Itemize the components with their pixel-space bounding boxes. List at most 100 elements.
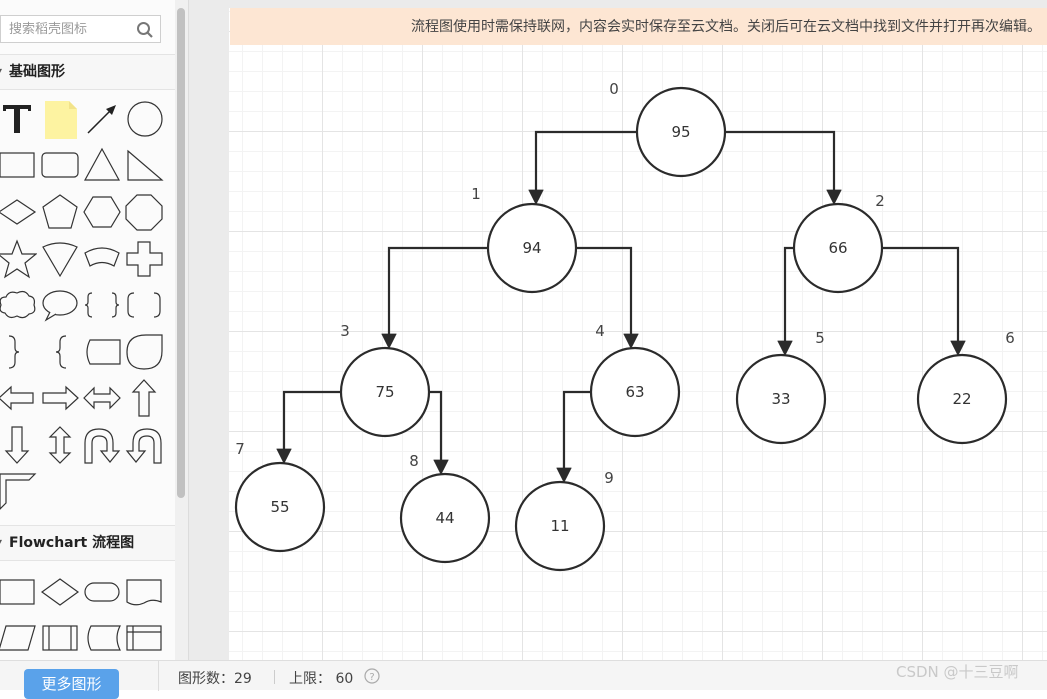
hexagon-shape[interactable] — [82, 192, 122, 232]
tree-node[interactable]: 94 1 — [471, 185, 578, 294]
tree-node[interactable]: 226 — [916, 329, 1015, 445]
internal-storage-shape[interactable] — [124, 618, 164, 658]
help-icon[interactable]: ? — [364, 668, 380, 684]
vertical-double-arrow-shape[interactable] — [40, 425, 80, 465]
node-index-label: 5 — [815, 329, 825, 347]
tree-node[interactable]: 33 5 — [735, 329, 827, 445]
cross-shape[interactable] — [124, 239, 164, 279]
diamond-shape[interactable] — [0, 192, 37, 232]
node-circle[interactable] — [339, 346, 431, 438]
tree-node[interactable]: 44 8 — [399, 452, 491, 564]
node-circle[interactable] — [635, 86, 727, 178]
u-turn-arrow-left-shape[interactable] — [124, 425, 164, 465]
footer-divider — [158, 661, 159, 691]
node-value: 66 — [828, 239, 847, 257]
node-circle[interactable] — [399, 472, 491, 564]
sector-shape[interactable] — [40, 239, 80, 279]
svg-text:?: ? — [369, 672, 374, 683]
arrow-line-shape[interactable] — [82, 99, 122, 139]
document-shape[interactable] — [124, 572, 164, 612]
node-index-label: 9 — [604, 469, 614, 487]
node-circle[interactable] — [589, 346, 681, 438]
node-circle[interactable] — [916, 353, 1008, 445]
leaf-shape[interactable] — [124, 332, 164, 372]
text-shape[interactable] — [0, 99, 37, 139]
node-index-label: 2 — [875, 192, 885, 210]
node-value: 11 — [550, 517, 569, 535]
node-index-label: 6 — [1005, 329, 1015, 347]
node-value: 44 — [435, 509, 454, 527]
down-arrow-shape[interactable] — [0, 425, 37, 465]
corner-shape[interactable] — [0, 471, 37, 511]
node-value: 55 — [270, 498, 289, 516]
node-circle[interactable] — [234, 461, 326, 553]
node-index-label: 1 — [471, 185, 481, 203]
section-flowchart[interactable]: ▾ Flowchart 流程图 — [0, 525, 175, 561]
canvas-area — [189, 0, 1047, 660]
arc-band-shape[interactable] — [82, 239, 122, 279]
node-value: 94 — [522, 239, 541, 257]
u-turn-arrow-shape[interactable] — [82, 425, 122, 465]
braces-shape[interactable] — [82, 285, 122, 325]
cloud-shape[interactable] — [0, 285, 37, 325]
collapse-caret-icon: ▾ — [0, 55, 2, 89]
octagon-shape[interactable] — [124, 192, 164, 232]
node-index-label: 0 — [609, 80, 619, 98]
triangle-shape[interactable] — [82, 145, 122, 185]
shape-limit-label: 上限： 60 — [289, 671, 354, 687]
shape-library-sidebar: ▾ 基础图形 — [0, 0, 189, 660]
tree-node[interactable]: 95 0 — [609, 80, 727, 178]
sticky-note-shape[interactable] — [41, 99, 81, 139]
node-value: 63 — [625, 383, 644, 401]
more-shapes-button[interactable]: 更多图形 — [24, 669, 119, 699]
rectangle-shape[interactable] — [0, 145, 37, 185]
circle-shape[interactable] — [124, 99, 164, 139]
search-input[interactable] — [9, 20, 129, 38]
rounded-rectangle-shape[interactable] — [40, 145, 80, 185]
canvas-grid[interactable] — [229, 8, 1047, 660]
section-title: Flowchart 流程图 — [9, 535, 135, 551]
search-box — [0, 15, 161, 43]
node-circle[interactable] — [792, 202, 884, 294]
sidebar-scrollbar-thumb[interactable] — [177, 8, 185, 498]
pentagon-shape[interactable] — [40, 192, 80, 232]
section-title: 基础图形 — [9, 64, 65, 80]
shape-count-label: 图形数：29 — [178, 671, 252, 687]
tree-node[interactable]: 66 2 — [792, 192, 885, 294]
data-shape[interactable] — [0, 618, 37, 658]
notice-banner: 流程图使用时需保持联网，内容会实时保存至云文档。关闭后可在云文档中找到文件并打开… — [230, 8, 1047, 45]
decision-shape[interactable] — [40, 572, 80, 612]
node-circle[interactable] — [486, 202, 578, 294]
node-index-label: 4 — [595, 322, 605, 340]
terminator-shape[interactable] — [82, 572, 122, 612]
search-icon[interactable] — [136, 21, 154, 39]
right-arrow-shape[interactable] — [40, 378, 80, 418]
process-shape[interactable] — [0, 572, 37, 612]
right-triangle-shape[interactable] — [124, 145, 164, 185]
node-index-label: 8 — [409, 452, 419, 470]
tree-node[interactable]: 63 4 — [589, 322, 681, 438]
predefined-process-shape[interactable] — [40, 618, 80, 658]
tree-node[interactable]: 55 7 — [234, 440, 326, 553]
node-circle[interactable] — [735, 353, 827, 445]
status-footer: 更多图形 图形数：29 上限： 60 ? CSDN @十三豆啊 — [0, 660, 1047, 699]
node-index-label: 7 — [235, 440, 245, 458]
stored-data-shape[interactable] — [82, 618, 122, 658]
left-brace-shape[interactable] — [40, 332, 80, 372]
node-value: 95 — [671, 123, 690, 141]
node-circle[interactable] — [514, 480, 606, 572]
data-storage-shape[interactable] — [82, 332, 122, 372]
left-arrow-shape[interactable] — [0, 378, 37, 418]
node-index-label: 3 — [340, 322, 350, 340]
right-brace-shape[interactable] — [0, 332, 37, 372]
double-arrow-shape[interactable] — [82, 378, 122, 418]
tree-node[interactable]: 11 9 — [514, 469, 614, 572]
brackets-shape[interactable] — [124, 285, 164, 325]
section-basic-shapes[interactable]: ▾ 基础图形 — [0, 54, 175, 90]
tree-node[interactable]: 753 — [339, 322, 431, 438]
up-arrow-shape[interactable] — [124, 378, 164, 418]
node-value: 33 — [771, 390, 790, 408]
star-shape[interactable] — [0, 239, 38, 279]
speech-bubble-shape[interactable] — [40, 285, 80, 325]
